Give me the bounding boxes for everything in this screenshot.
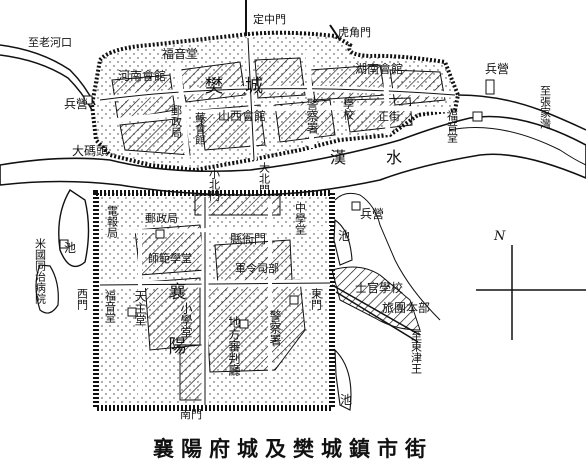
label-bingying-east: 兵營 xyxy=(360,207,384,221)
label-xiao-bei-men: 小北門 xyxy=(208,168,221,202)
label-youzheng-ju-fancheng: 郵政局 xyxy=(170,105,183,139)
building-marker xyxy=(239,319,249,329)
road-east xyxy=(457,94,586,131)
label-zheng-jie: 正街 xyxy=(378,109,400,123)
label-hu-jiao-men: 虎角門 xyxy=(338,26,371,39)
building-marker xyxy=(155,229,165,239)
label-xuexiao-fancheng: 學校 xyxy=(342,98,355,121)
building-marker xyxy=(83,95,93,105)
label-jingcha-shu-fancheng: 警察署 xyxy=(305,97,319,135)
road-west xyxy=(0,44,96,106)
label-shanxi-huiguan: 山西會館 xyxy=(218,108,266,123)
road-northeast xyxy=(329,24,341,41)
district-block xyxy=(199,104,266,151)
label-youzheng-ju: 郵政局 xyxy=(145,211,178,225)
label-chi-south: 池 xyxy=(340,393,352,407)
label-su-huiguan: 蘇會館 xyxy=(194,112,207,146)
label-mi-guo-tongzhi-bingyuan: 米國同治病院 xyxy=(34,238,47,304)
label-zhi-dongjin-wang: 至東津王 xyxy=(410,330,423,374)
east-suburb xyxy=(331,266,421,331)
label-xiaoxue-tang: 小學堂 xyxy=(179,302,193,338)
label-zhongxue-tang: 中學堂 xyxy=(294,202,307,235)
label-han-shui: 漢水 xyxy=(330,148,442,167)
main-street-edge xyxy=(99,88,456,101)
label-chi-west: 池 xyxy=(64,241,76,255)
label-fuyin-tang-fancheng: 福音堂 xyxy=(162,46,198,61)
street xyxy=(175,59,191,166)
label-xian-yamen: 縣衙門 xyxy=(230,232,266,246)
label-dong-men: 東門 xyxy=(310,288,323,311)
label-chi-east: 池 xyxy=(338,229,350,243)
pond-west-2 xyxy=(35,264,59,314)
street-edge xyxy=(247,37,255,161)
district-block xyxy=(119,117,191,156)
label-fuyin-tang-right: 福音堂 xyxy=(446,109,459,143)
label-xi-men: 西門 xyxy=(76,288,89,311)
street xyxy=(382,57,391,136)
river-channel xyxy=(449,127,586,166)
district-block xyxy=(194,194,281,216)
label-bingying-right: 兵營 xyxy=(485,62,509,76)
building-marker xyxy=(351,201,361,211)
label-shifan-xuetang: 師範學堂 xyxy=(148,251,192,265)
label-xiang-yang: 襄陽 xyxy=(166,282,187,390)
label-nan-men: 南門 xyxy=(180,408,202,421)
label-tianzhu-tang: 天主堂 xyxy=(133,290,147,326)
label-dianbao-ju: 電報局 xyxy=(106,205,119,239)
map-labels: 定中門 虎角門 至老河口 福音堂 湖南會館 河南會館 樊城 兵營 郵政局 蘇會館… xyxy=(28,12,552,421)
fancheng-town xyxy=(89,0,461,173)
compass: N xyxy=(476,229,586,340)
label-fan-cheng: 樊城 xyxy=(205,76,285,97)
label-junling-si: 軍令司部 xyxy=(235,261,279,275)
label-lvtuan-benbu: 旅團本部 xyxy=(382,300,430,315)
road-east-gate xyxy=(331,284,421,336)
building-marker xyxy=(472,111,483,122)
label-shiguan-xuexiao: 士官學校 xyxy=(355,280,403,295)
pond-east xyxy=(333,219,353,266)
label-zhi-zhangjiawan: 至張家灣 xyxy=(539,85,552,130)
road-east-gate-2 xyxy=(335,291,419,343)
label-fuyin-tang-city: 福音堂 xyxy=(104,289,117,323)
label-huguang-huiguan: 湖南會館 xyxy=(355,61,403,76)
street xyxy=(104,105,451,125)
label-da-matou: 大碼頭 xyxy=(72,144,108,158)
building-marker xyxy=(59,239,69,249)
label-jingcha-shu: 警察署 xyxy=(268,309,282,347)
pond-south xyxy=(334,348,352,411)
street xyxy=(305,49,315,149)
label-henan-huiguan: 河南會館 xyxy=(118,68,166,83)
shore-line xyxy=(334,192,441,321)
building-marker xyxy=(289,295,299,305)
building-marker xyxy=(127,307,137,317)
map-caption: 襄陽府城及樊城鎮市街 xyxy=(153,436,433,461)
building-marker xyxy=(485,79,495,95)
label-zhi-laohekou: 至老河口 xyxy=(28,36,72,49)
label-da-bei-men: 大北門 xyxy=(258,161,271,196)
xiangyang-city xyxy=(93,190,335,411)
label-ding-zhong-men: 定中門 xyxy=(253,12,286,26)
label-difang-shenpanting: 地方審判廳 xyxy=(227,316,241,377)
building-markers xyxy=(59,79,495,329)
label-bingying-left: 兵營 xyxy=(64,97,88,111)
compass-n-label: N xyxy=(493,229,506,244)
